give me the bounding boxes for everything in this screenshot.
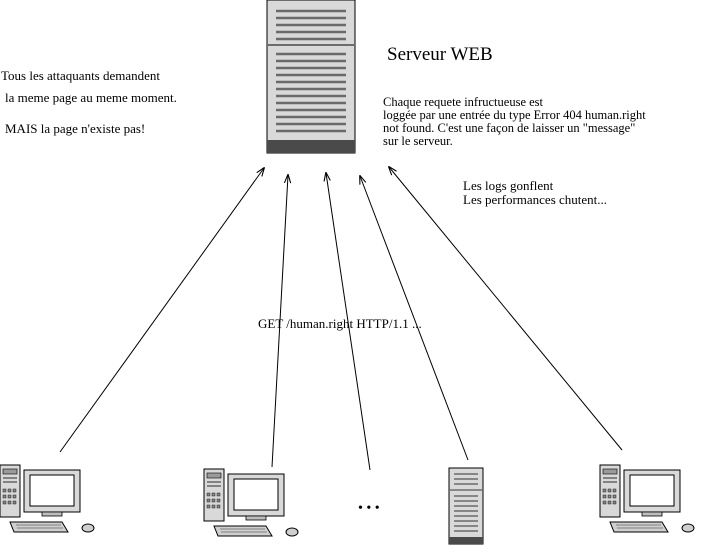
web-server-icon bbox=[266, 0, 356, 154]
request-arrows bbox=[59, 167, 623, 471]
arrow-client-3 bbox=[326, 173, 371, 471]
right-note-line-3: not found. C'est une façon de laisser un… bbox=[383, 121, 635, 135]
effects-note: Les logs gonflent Les performances chute… bbox=[463, 178, 607, 207]
arrow-client-2 bbox=[271, 175, 288, 468]
right-note-line-4: sur le serveur. bbox=[383, 134, 453, 148]
request-label: GET /human.right HTTP/1.1 ... bbox=[258, 316, 422, 331]
effects-line-1: Les logs gonflent bbox=[463, 178, 554, 193]
server-title: Serveur WEB bbox=[387, 44, 493, 65]
right-note-line-1: Chaque requete infructueuse est bbox=[383, 95, 544, 109]
left-note-line-1: Tous les attaquants demandent bbox=[1, 68, 160, 83]
client-computer-icon-1 bbox=[0, 464, 95, 533]
arrow-client-5 bbox=[389, 167, 623, 451]
left-note-line-2: la meme page au meme moment. bbox=[5, 90, 177, 105]
client-computer-icon-2 bbox=[203, 468, 299, 537]
client-server-icon bbox=[448, 467, 484, 545]
right-note-line-2: loggée par une entrée du type Error 404 … bbox=[383, 108, 646, 122]
left-note: Tous les attaquants demandent la meme pa… bbox=[1, 68, 177, 136]
arrow-client-4 bbox=[360, 176, 469, 461]
left-note-line-3: MAIS la page n'existe pas! bbox=[5, 121, 145, 136]
effects-line-2: Les performances chutent... bbox=[463, 192, 607, 207]
arrow-client-1 bbox=[59, 168, 264, 453]
client-computer-icon-5 bbox=[599, 464, 695, 533]
ellipsis: • • • bbox=[358, 501, 380, 516]
right-note: Chaque requete infructueuse est loggée p… bbox=[383, 95, 646, 148]
